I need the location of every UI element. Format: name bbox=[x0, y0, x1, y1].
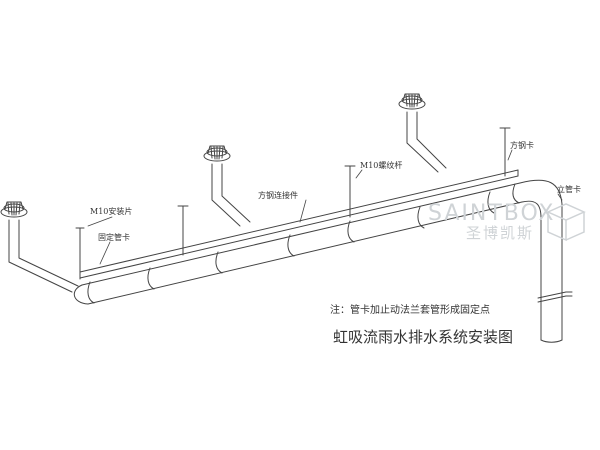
horizontal-pipe bbox=[73, 182, 523, 305]
label-fixed-clamp: 固定管卡 bbox=[98, 232, 130, 242]
roof-drain-3 bbox=[398, 93, 447, 173]
riser-clamp-bracket bbox=[537, 291, 573, 303]
leader-lines bbox=[87, 149, 563, 265]
roof-drain-2 bbox=[203, 145, 251, 227]
label-steel-clamp: 方钢卡 bbox=[510, 140, 534, 150]
roof-drain-1 bbox=[0, 201, 79, 293]
hanger-rods bbox=[75, 127, 511, 280]
pipe-clamps bbox=[87, 183, 520, 304]
label-riser-clamp: 立管卡 bbox=[557, 184, 581, 194]
diagram-caption: 虹吸流雨水排水系统安装图 bbox=[333, 328, 513, 346]
label-m10-mount: M10安装片 bbox=[90, 206, 132, 216]
diagram-note: 注：管卡加止动法兰套管形成固定点 bbox=[330, 303, 490, 316]
label-steel-connector: 方钢连接件 bbox=[258, 190, 298, 200]
watermark-cube-icon bbox=[546, 203, 586, 242]
label-m10-rod: M10螺纹杆 bbox=[360, 160, 402, 170]
watermark-cn: 圣博凯斯 bbox=[466, 224, 534, 242]
watermark: SAINTBOX 圣博凯斯 bbox=[428, 201, 586, 242]
watermark-en: SAINTBOX bbox=[428, 201, 556, 226]
riser-pipe bbox=[519, 179, 563, 343]
